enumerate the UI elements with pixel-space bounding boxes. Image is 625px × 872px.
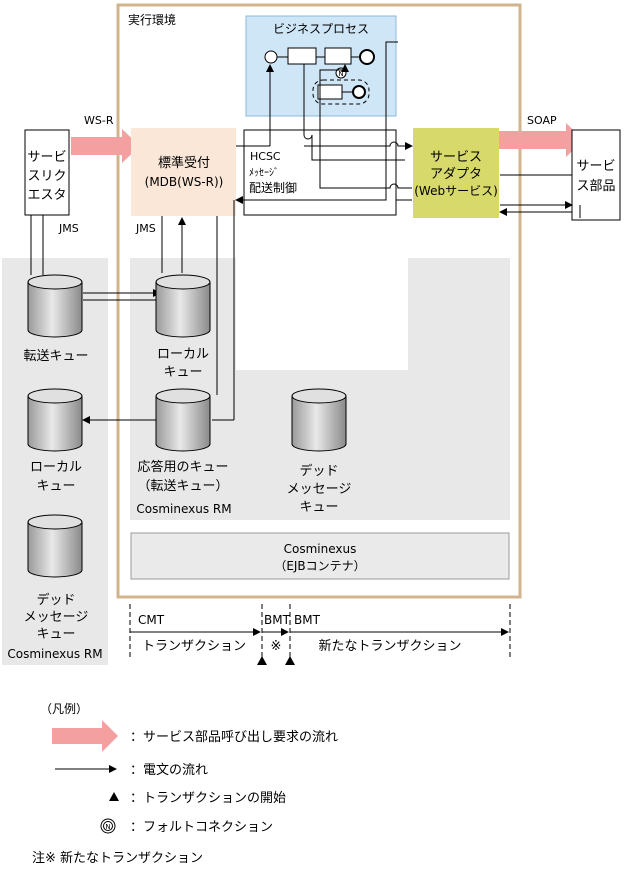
jms-label-mid: JMS — [135, 222, 156, 235]
adapter-line2: アダプタ — [430, 167, 482, 182]
svg-text:N: N — [105, 823, 110, 831]
reception-line2: (MDB(WS-R)) — [145, 175, 224, 189]
legend-title: （凡例） — [40, 702, 88, 716]
response-queue-cylinder[interactable] — [155, 388, 211, 452]
transaction-timeline — [129, 604, 511, 660]
dead-letter-left-line1: デッド — [36, 592, 75, 608]
new-transaction-label: 新たなトランザクション — [318, 638, 461, 654]
bmt-label-1: BMT — [264, 613, 291, 627]
cosminexus-rm-inner-label: Cosminexus RM — [136, 502, 231, 516]
service-component-line2: ス部品 — [576, 179, 615, 194]
svg-text:N: N — [338, 70, 343, 78]
legend-triangle — [109, 792, 119, 801]
transfer-queue-cylinder[interactable] — [27, 274, 83, 338]
dead-letter-left-cylinder[interactable] — [27, 514, 83, 578]
bp-fault-end-node — [352, 85, 366, 99]
local-queue-right-line1: ローカル — [157, 347, 209, 362]
bp-fault-activity — [317, 84, 343, 100]
legend-item-4: ：フォルトコネクション — [130, 820, 273, 835]
dead-letter-inner-cylinder[interactable] — [291, 388, 347, 452]
hcsc-message-label: ﾒｯｾｰｼﾞ — [249, 167, 279, 179]
bp-activity-1 — [287, 47, 317, 65]
response-queue-line2: （転送キュー） — [137, 479, 228, 494]
cmt-label: CMT — [138, 613, 165, 627]
ejb-container-line1: Cosminexus — [284, 542, 357, 556]
footnote: 注※ 新たなトランザクション — [32, 850, 203, 866]
service-component-line1: サービ — [576, 159, 615, 174]
bp-activity-2 — [324, 47, 352, 65]
transaction-start-marker-1 — [257, 656, 267, 665]
response-queue-line1: 応答用のキュー — [137, 459, 228, 475]
legend-item-2: ：電文の流れ — [130, 763, 208, 778]
cosminexus-rm-left-label: Cosminexus RM — [7, 647, 102, 661]
service-requester-line2: スリク — [27, 169, 66, 184]
hcsc-label: HCSC — [250, 150, 281, 163]
legend-item-1: ：サービス部品呼び出し要求の流れ — [130, 730, 338, 745]
local-queue-left-cylinder[interactable] — [27, 388, 83, 452]
legend-pink-arrow — [52, 720, 118, 752]
dead-letter-inner-line2: メッセージ — [287, 482, 352, 497]
note-mark: ※ — [271, 639, 282, 654]
standard-reception[interactable] — [131, 128, 236, 216]
local-queue-right-cylinder[interactable] — [155, 274, 211, 338]
transfer-queue-label: 転送キュー — [23, 349, 88, 364]
ws-r-request-arrow — [71, 129, 140, 163]
local-queue-left-line1: ローカル — [30, 460, 82, 475]
jms-label-left: JMS — [58, 222, 79, 235]
soap-request-arrow — [494, 123, 584, 157]
bp-end-node — [359, 49, 375, 65]
dead-letter-inner-line1: デッド — [299, 463, 338, 479]
service-component[interactable] — [571, 129, 621, 221]
dead-letter-left-line3: キュー — [36, 627, 75, 642]
service-requester[interactable] — [24, 129, 70, 216]
local-queue-right-line2: キュー — [163, 365, 202, 380]
ejb-container-line2: （EJBコンテナ） — [274, 559, 365, 573]
message-flow-lines — [30, 41, 581, 424]
transaction-label: トランザクション — [142, 639, 246, 654]
hcsc-delivery-label: 配送制御 — [249, 180, 297, 195]
service-adapter[interactable] — [413, 128, 499, 218]
reception-line1: 標準受付 — [158, 155, 210, 171]
environment-label: 実行環境 — [128, 12, 176, 27]
ejb-container[interactable] — [130, 532, 510, 580]
dead-letter-left-line2: メッセージ — [24, 610, 89, 625]
bp-fault-area — [312, 79, 370, 105]
local-queue-left-line2: キュー — [36, 479, 75, 494]
ws-r-label: WS-R — [84, 114, 114, 127]
soap-label: SOAP — [527, 114, 557, 127]
adapter-line3: (Webサービス) — [414, 184, 498, 198]
business-process-label: ビジネスプロセス — [273, 22, 369, 36]
bmt-label-2: BMT — [294, 613, 321, 627]
dead-letter-inner-line3: キュー — [299, 500, 338, 515]
adapter-line1: サービス — [430, 150, 482, 165]
bp-start-node — [264, 50, 278, 64]
legend-item-3: ：トランザクションの開始 — [130, 791, 286, 806]
service-requester-line3: エスタ — [27, 188, 66, 203]
transaction-start-marker-2 — [285, 656, 295, 665]
execution-environment — [116, 3, 522, 599]
service-requester-line1: サービ — [27, 150, 66, 165]
